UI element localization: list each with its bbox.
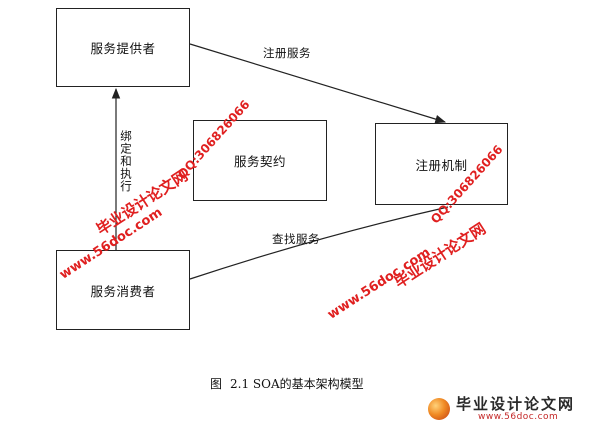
- logo-name: 毕业设计论文网: [456, 395, 576, 413]
- figure-caption-text: 2.1 SOA的基本架构模型: [230, 377, 364, 391]
- figure-caption: 图 2.1 SOA的基本架构模型: [210, 375, 364, 392]
- register-arrow: [189, 43, 447, 124]
- logo-url: www.56doc.com: [478, 412, 559, 422]
- service-consumer-node: 服务消费者: [56, 250, 190, 330]
- service-contract-label: 服务契约: [233, 154, 286, 169]
- service-provider-label: 服务提供者: [90, 41, 156, 56]
- logo-mark-icon: [428, 398, 450, 420]
- service-consumer-label: 服务消费者: [90, 283, 156, 299]
- service-provider-node: 服务提供者: [56, 8, 190, 87]
- service-contract-node: 服务契约: [193, 120, 327, 201]
- site-logo: 毕业设计论文网 www.56doc.com: [428, 392, 586, 426]
- find-service-label: 查找服务: [272, 232, 320, 246]
- registry-node: 注册机制: [375, 123, 508, 205]
- bind-execute-label: 绑定和执行: [119, 130, 133, 193]
- register-service-label: 注册服务: [263, 46, 311, 60]
- figure-caption-prefix: 图: [210, 377, 223, 391]
- registry-label: 注册机制: [415, 157, 468, 173]
- find-connector: [189, 206, 449, 280]
